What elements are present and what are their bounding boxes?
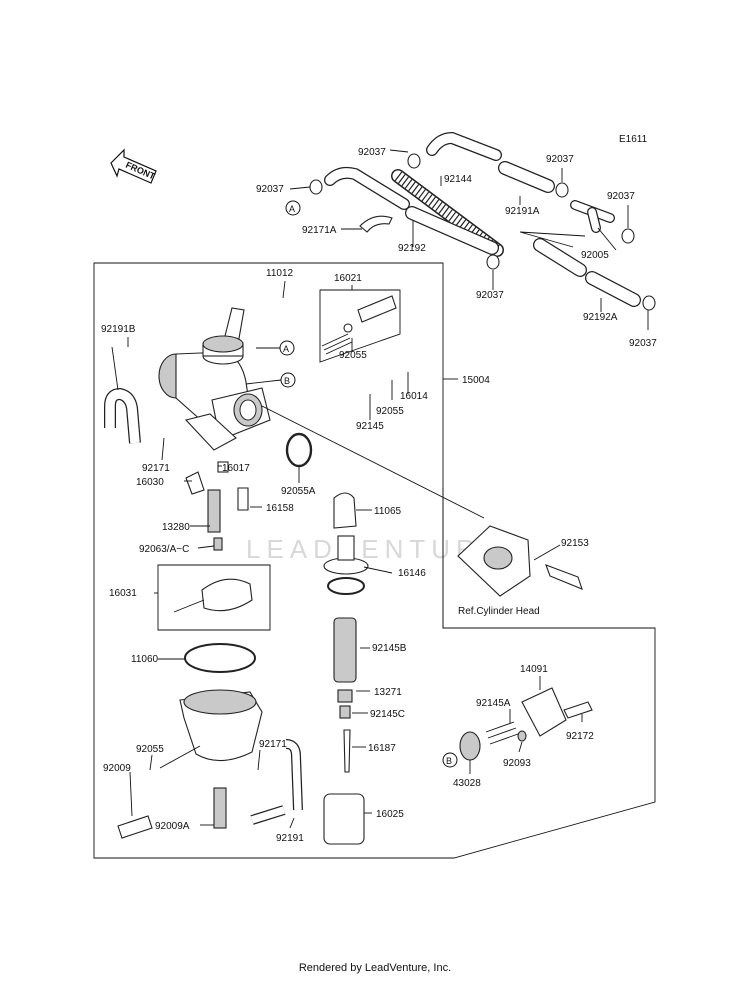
part-label: 92191B bbox=[101, 324, 136, 335]
jet-parts bbox=[185, 461, 249, 551]
part-label: 92055 bbox=[339, 350, 367, 361]
part-label: 14091 bbox=[520, 664, 548, 675]
leader-lines bbox=[127, 149, 649, 829]
part-label: 92145C bbox=[370, 709, 405, 720]
part-label: 16017 bbox=[222, 463, 250, 474]
part-label: 92037 bbox=[546, 154, 574, 165]
part-label: 92055A bbox=[281, 486, 316, 497]
svg-text:B: B bbox=[446, 756, 452, 766]
part-label: 92055 bbox=[136, 744, 164, 755]
svg-text:A: A bbox=[283, 344, 289, 354]
part-label: 92009A bbox=[155, 821, 190, 832]
part-label: 92055 bbox=[376, 406, 404, 417]
part-label: 13271 bbox=[374, 687, 402, 698]
part-label: 92171A bbox=[302, 225, 337, 236]
part-label: 92037 bbox=[256, 184, 284, 195]
part-label: 92191A bbox=[505, 206, 540, 217]
svg-text:A: A bbox=[289, 204, 295, 214]
part-label: 13280 bbox=[162, 522, 190, 533]
part-label: 92145A bbox=[476, 698, 511, 709]
part-label: 92037 bbox=[358, 147, 386, 158]
part-label: 16031 bbox=[109, 588, 137, 599]
footer-credit: Rendered by LeadVenture, Inc. bbox=[298, 962, 452, 974]
part-label: 92037 bbox=[607, 191, 635, 202]
fuel-hose-group bbox=[309, 131, 656, 311]
svg-text:B: B bbox=[284, 376, 290, 386]
part-label: 92192A bbox=[583, 312, 618, 323]
part-label: 92144 bbox=[444, 174, 472, 185]
ref-note: Ref.Cylinder Head bbox=[458, 606, 540, 617]
slide-assembly bbox=[323, 492, 369, 845]
connector-a-icon: A bbox=[285, 200, 301, 216]
float-assembly bbox=[157, 564, 271, 631]
carburetor-body bbox=[158, 307, 271, 451]
part-label: 92037 bbox=[629, 338, 657, 349]
part-label: 11060 bbox=[131, 654, 159, 665]
part-label: 15004 bbox=[462, 375, 490, 386]
part-label: 16021 bbox=[334, 273, 362, 284]
part-label: 92191 bbox=[276, 833, 304, 844]
part-label: 92153 bbox=[561, 538, 589, 549]
connector-a-icon-body: A bbox=[279, 340, 295, 356]
part-label: 16146 bbox=[398, 568, 426, 579]
part-label: 92037 bbox=[476, 290, 504, 301]
assembly-boundary bbox=[93, 262, 656, 859]
part-label: 92145 bbox=[356, 421, 384, 432]
part-label: 92145B bbox=[372, 643, 407, 654]
part-label: 16187 bbox=[368, 743, 396, 754]
connector-b-icon-valve: B bbox=[442, 752, 458, 768]
pilot-jet-set bbox=[319, 289, 401, 363]
part-label: 16014 bbox=[400, 391, 428, 402]
connector-b-icon: B bbox=[280, 372, 296, 388]
watermark-text: LEADVENTURE bbox=[246, 534, 504, 564]
part-label: 16030 bbox=[136, 477, 164, 488]
part-label: 92005 bbox=[581, 250, 609, 261]
part-label: 92063/A~C bbox=[139, 544, 189, 555]
part-label: 92171 bbox=[142, 463, 170, 474]
part-label: 92171 bbox=[259, 739, 287, 750]
part-labels: 92037 92037 92144 92037 92037 92171A 921… bbox=[101, 147, 657, 844]
part-label: 92192 bbox=[398, 243, 426, 254]
front-arrow-icon: FRONT bbox=[110, 148, 157, 184]
float-bowl bbox=[117, 689, 303, 839]
part-label: 11065 bbox=[374, 506, 402, 517]
part-label: 16158 bbox=[266, 503, 294, 514]
part-label: 92093 bbox=[503, 758, 531, 769]
part-label: 92009 bbox=[103, 763, 131, 774]
diagram-code: E1611 bbox=[619, 134, 648, 145]
part-label: 43028 bbox=[453, 778, 481, 789]
part-label: 11012 bbox=[266, 268, 294, 279]
cylinder-head-ref: Ref.Cylinder Head bbox=[442, 488, 583, 628]
part-label: 92172 bbox=[566, 731, 594, 742]
part-label: 16025 bbox=[376, 809, 404, 820]
